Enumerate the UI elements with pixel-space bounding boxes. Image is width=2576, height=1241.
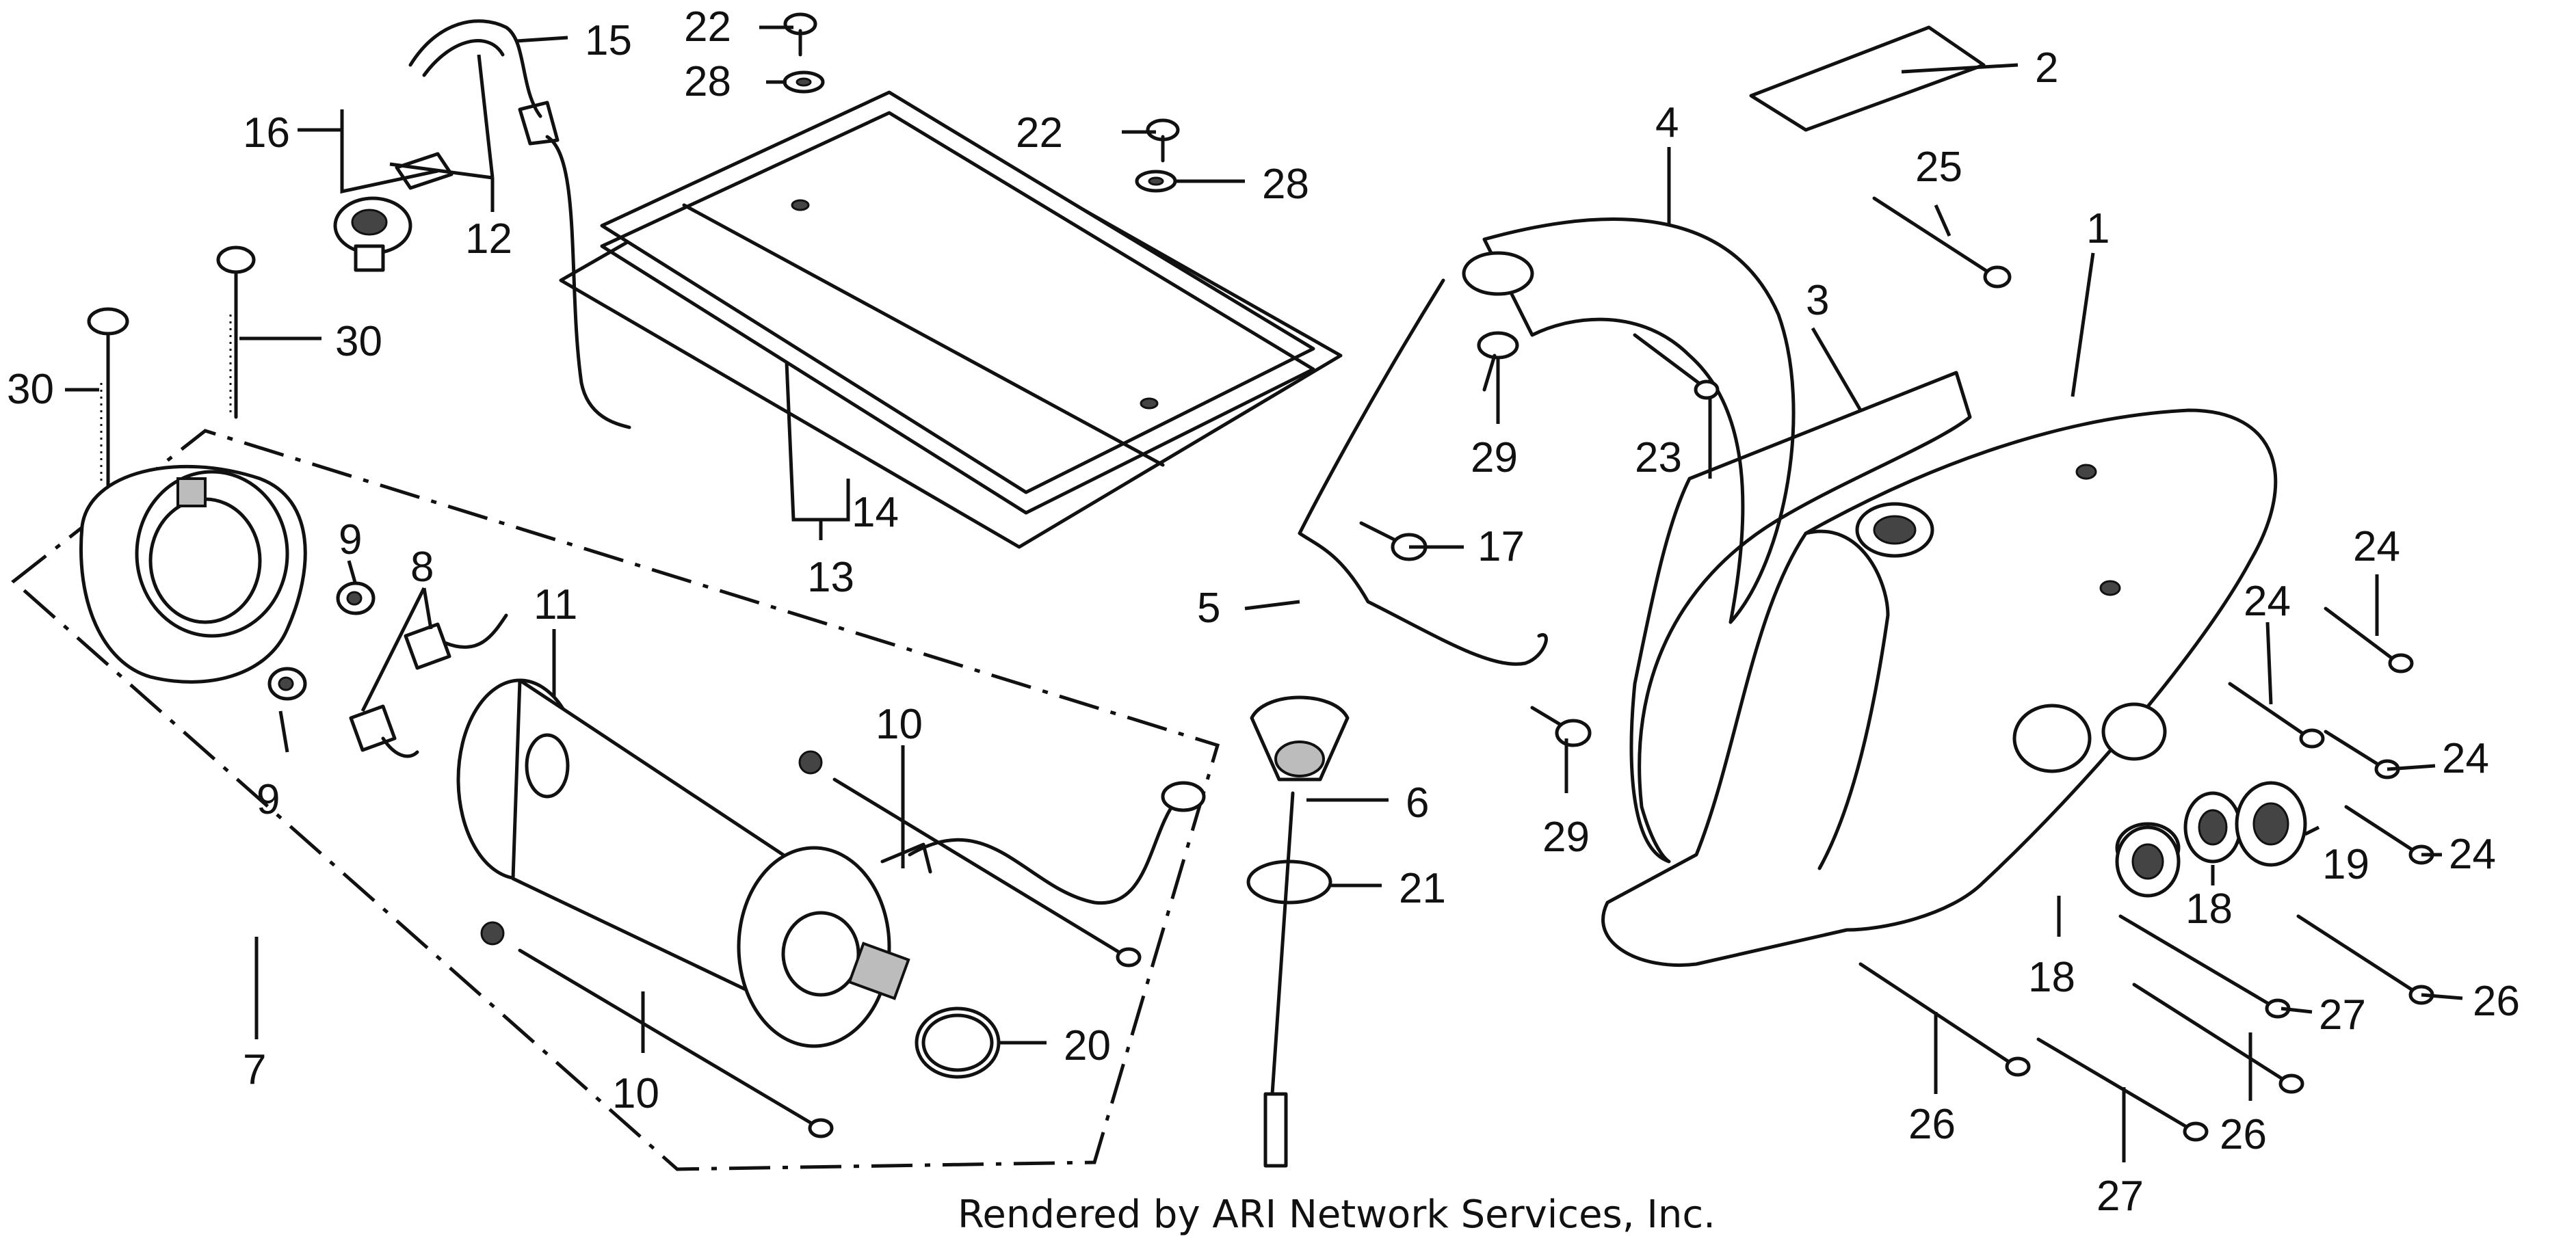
part-10-through-bolt-lower [480, 921, 834, 1138]
part-19-seal [2235, 781, 2307, 867]
part-3-case-gasket [1629, 371, 1972, 864]
callout-4: 4 [1655, 99, 1679, 146]
part-6-oil-filler-cap-dipstick [1250, 695, 1350, 1168]
callout-19: 19 [2322, 841, 2369, 888]
callout-7: 7 [243, 1046, 266, 1093]
part-20-o-ring [915, 1006, 1001, 1079]
part-4-guard [1462, 217, 1796, 624]
footer-credit: Rendered by ARI Network Services, Inc. [958, 1192, 1716, 1237]
callout-22-right: 22 [1016, 109, 1063, 157]
callout-3: 3 [1806, 277, 1829, 324]
part-29-bolt-lower [1530, 706, 1592, 747]
callout-17: 17 [1477, 523, 1525, 570]
part-22-screw-right [1146, 118, 1180, 163]
part-23-bolt [1633, 333, 1720, 400]
part-18-seal-right [2183, 791, 2242, 864]
part-7-housing-end-cover [79, 464, 307, 684]
callout-23: 23 [1635, 434, 1682, 481]
part-9-brush-upper [336, 581, 376, 615]
part-24-bolt-c [2324, 730, 2400, 779]
part-24-bolt-b [2228, 682, 2325, 749]
leader-lines [65, 25, 2463, 1162]
part-10-through-bolt-upper [798, 750, 1142, 968]
callout-20: 20 [1064, 1022, 1111, 1069]
part-26-bolt-a [2296, 914, 2434, 1005]
callout-18-right: 18 [2185, 885, 2233, 933]
part-30-bolt-center [216, 245, 256, 419]
callout-6: 6 [1406, 779, 1429, 827]
part-21-o-ring [1246, 859, 1332, 905]
callout-9-lower: 9 [257, 776, 280, 823]
callout-22-top: 22 [684, 3, 731, 51]
callout-26-right: 26 [2473, 978, 2520, 1025]
callout-2: 2 [2035, 44, 2058, 92]
part-30-bolt-left [87, 307, 129, 488]
callout-16: 16 [243, 109, 290, 157]
part-26-bolt-c [1858, 962, 2031, 1077]
callout-13: 13 [807, 554, 854, 601]
callout-24-mid: 24 [2244, 578, 2291, 625]
part-28-washer-top [783, 70, 825, 94]
callout-numbers: 2 4 25 3 1 29 23 17 5 29 6 21 20 22 28 2… [7, 3, 2520, 1220]
callout-28-right: 28 [1262, 161, 1309, 208]
part-26-bolt-b [2132, 983, 2304, 1094]
callout-24-lower: 24 [2449, 831, 2496, 878]
callout-8: 8 [410, 544, 434, 591]
callout-24-top: 24 [2353, 523, 2400, 570]
callout-11: 11 [534, 581, 577, 628]
callout-27-bottom: 27 [2097, 1173, 2144, 1220]
callout-29-lower: 29 [1542, 814, 1590, 861]
part-22-screw-top [783, 12, 817, 57]
callout-28-top: 28 [684, 58, 731, 105]
part-27-bolt-a [2118, 914, 2291, 1019]
callout-12: 12 [465, 215, 512, 263]
part-2-label-decal [1749, 25, 1986, 132]
part-11-starter-motor [456, 678, 932, 1048]
callout-25: 25 [1915, 144, 1962, 191]
part-7-group-outline [11, 429, 1220, 1171]
callout-14: 14 [852, 489, 899, 536]
callout-1: 1 [2086, 205, 2110, 252]
part-27-bolt-b [2036, 1037, 2209, 1142]
callout-30-left: 30 [7, 366, 54, 413]
part-25-long-bolt [1872, 196, 2012, 289]
part-24-bolt-a [2324, 606, 2414, 673]
part-5-gasket-strip [1298, 278, 1548, 666]
callout-30-center: 30 [335, 318, 382, 365]
part-1-case-cover [1601, 408, 2278, 967]
part-29-bolt-upper [1477, 331, 1519, 392]
callout-10-upper: 10 [876, 701, 923, 748]
callout-5: 5 [1197, 585, 1220, 632]
callout-9-upper: 9 [339, 516, 362, 563]
part-15-16-12-switch-assembly [333, 19, 631, 429]
callout-21: 21 [1399, 865, 1446, 912]
part-28-washer-right [1135, 170, 1177, 193]
part-9-brush-lower [267, 667, 307, 701]
callout-26-left: 26 [1908, 1101, 1956, 1148]
part-17-bolt [1359, 521, 1428, 561]
callout-26-center: 26 [2220, 1111, 2267, 1158]
part-18-seal-left [2115, 825, 2181, 898]
callout-27-right: 27 [2319, 991, 2366, 1039]
callout-10-lower: 10 [612, 1070, 659, 1117]
part-11-motor-cable [908, 781, 1206, 905]
part-13-14-cover-and-gasket [559, 90, 1343, 549]
callout-29-upper: 29 [1471, 434, 1518, 481]
part-8-brush-leads [349, 613, 508, 758]
callout-18-left: 18 [2028, 954, 2075, 1001]
callout-24-right: 24 [2442, 735, 2489, 782]
callout-15: 15 [585, 17, 632, 64]
